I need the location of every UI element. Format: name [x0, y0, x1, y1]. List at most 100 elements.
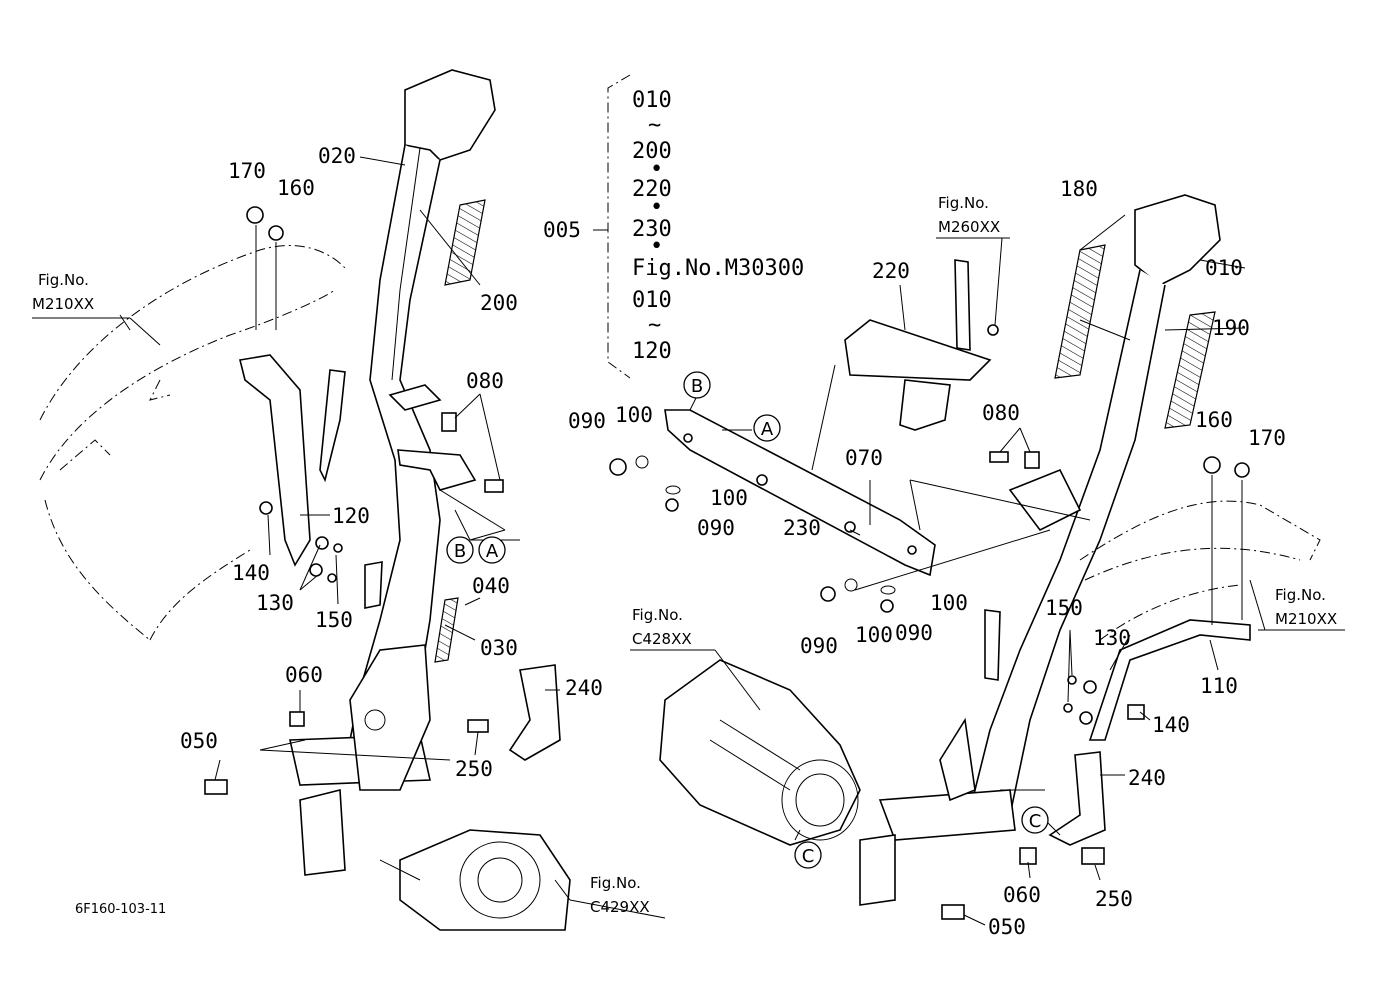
part-label-190: 190 [1212, 316, 1250, 340]
marker-c-center [794, 841, 822, 869]
group-line-8: • [650, 234, 663, 259]
group-line-4: • [650, 157, 663, 182]
group-line-6: • [650, 195, 663, 220]
group-bracket-005: 005 [543, 74, 631, 379]
part-label-090-top: 090 [568, 409, 606, 433]
part-label-140-right: 140 [1152, 713, 1190, 737]
part-label-160-right: 160 [1195, 408, 1233, 432]
leader-lines [32, 156, 1345, 926]
group-line-5: 220 [632, 177, 672, 202]
label-decal-190 [1164, 311, 1216, 429]
part-label-100-bottom: 100 [855, 623, 893, 647]
group-line-12: 120 [632, 339, 672, 364]
part-label-170-left: 170 [228, 159, 266, 183]
center-bracket-220 [844, 259, 992, 431]
transmission-housing-c429 [399, 829, 571, 931]
group-line-3: 200 [632, 139, 672, 164]
drawing-code: 6F160-103-11 [75, 902, 166, 917]
part-label-120: 120 [332, 504, 370, 528]
group-line-2: ~ [648, 113, 661, 138]
part-label-080-left: 080 [466, 369, 504, 393]
part-label-220: 220 [872, 259, 910, 283]
reference-markers: B A B A C C [446, 371, 1049, 869]
right-fasteners [941, 451, 1250, 920]
part-label-110: 110 [1200, 674, 1238, 698]
left-bracket-120 [239, 354, 311, 567]
left-fender-outline [39, 245, 346, 641]
part-label-150-left: 150 [315, 608, 353, 632]
part-label-130-right: 130 [1093, 626, 1131, 650]
part-label-060-left: 060 [285, 663, 323, 687]
transmission-housing-c428 [659, 659, 861, 846]
marker-b-left-label: B [454, 541, 466, 562]
part-label-030: 030 [480, 636, 518, 660]
group-line-9: Fig.No.M30300 [632, 256, 804, 281]
marker-a-left [478, 536, 506, 564]
part-label-250-left: 250 [455, 757, 493, 781]
part-label-250-right: 250 [1095, 887, 1133, 911]
marker-c-right-label: C [1029, 811, 1042, 832]
fig-ref-c428: C428XX [632, 630, 692, 648]
part-label-090-mid: 090 [697, 516, 735, 540]
marker-b-top [683, 371, 711, 399]
left-plate-240 [508, 664, 561, 761]
fig-ref-c429: C429XX [590, 898, 650, 916]
part-label-140-left: 140 [232, 561, 270, 585]
marker-b-left [446, 536, 474, 564]
marker-a-top [753, 414, 781, 442]
group-code: 005 [543, 218, 581, 242]
fig-ref-m210-left: M210XX [32, 295, 94, 313]
marker-c-center-label: C [802, 846, 815, 867]
part-label-090-bottom: 090 [800, 634, 838, 658]
part-label-080-right: 080 [982, 401, 1020, 425]
left-rops-post [289, 69, 496, 876]
part-label-240-left: 240 [565, 676, 603, 700]
fig-ref-m210-right-label: Fig.No. [1275, 586, 1326, 604]
part-label-100-mid: 100 [710, 486, 748, 510]
marker-a-top-label: A [761, 419, 774, 440]
part-label-180: 180 [1060, 177, 1098, 201]
right-bracket-110 [1088, 619, 1251, 741]
part-label-160-left: 160 [277, 176, 315, 200]
group-line-10: 010 [632, 288, 672, 313]
part-labels: 020 170 160 200 080 120 140 130 150 040 … [180, 144, 1286, 939]
marker-a-left-label: A [486, 541, 499, 562]
part-label-010: 010 [1205, 256, 1243, 280]
part-label-130-left: 130 [256, 591, 294, 615]
left-plate-150 [364, 561, 383, 609]
part-label-050-left: 050 [180, 729, 218, 753]
part-label-060-right: 060 [1003, 883, 1041, 907]
fig-ref-c428-label: Fig.No. [632, 606, 683, 624]
part-label-050-right: 050 [988, 915, 1026, 939]
part-label-230: 230 [783, 516, 821, 540]
center-crossbar-230 [664, 409, 936, 577]
part-label-200: 200 [480, 291, 518, 315]
left-bracket-strip [319, 369, 346, 483]
fig-ref-c429-label: Fig.No. [590, 874, 641, 892]
group-line-11: ~ [648, 313, 661, 338]
part-label-070: 070 [845, 446, 883, 470]
fig-ref-m210-right: M210XX [1275, 610, 1337, 628]
label-decal-200 [444, 199, 486, 286]
part-label-100-top: 100 [615, 403, 653, 427]
marker-c-right [1021, 806, 1049, 834]
part-label-020: 020 [318, 144, 356, 168]
label-decal-180 [1054, 244, 1106, 379]
marker-b-top-label: B [691, 376, 703, 397]
center-fasteners [609, 324, 999, 613]
part-label-170-right: 170 [1248, 426, 1286, 450]
group-list: 010 ~ 200 • 220 • 230 • Fig.No.M30300 01… [632, 88, 804, 364]
figure-references: Fig.No. M210XX Fig.No. M260XX Fig.No. M2… [32, 194, 1337, 916]
right-fender-outline [1079, 500, 1321, 641]
group-line-7: 230 [632, 217, 672, 242]
part-label-040: 040 [472, 574, 510, 598]
part-label-240-right: 240 [1128, 766, 1166, 790]
fig-ref-m260-label: Fig.No. [938, 194, 989, 212]
label-decal-030 [434, 597, 459, 663]
part-label-100-bottom-right: 100 [930, 591, 968, 615]
right-plate-240 [1048, 751, 1106, 846]
group-line-1: 010 [632, 88, 672, 113]
left-fasteners [204, 206, 504, 795]
